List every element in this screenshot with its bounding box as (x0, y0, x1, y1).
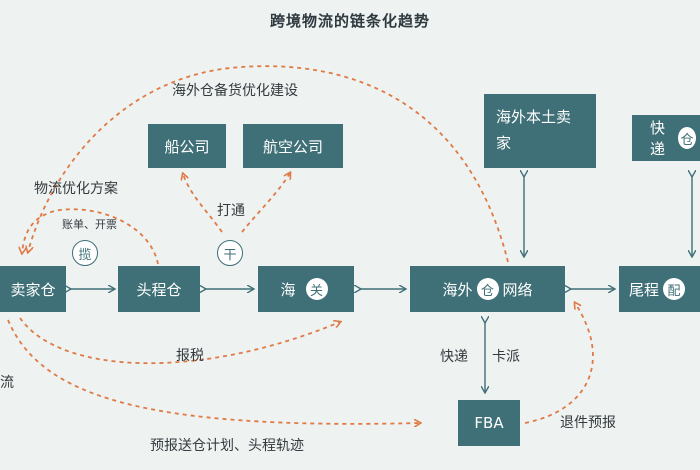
arrow-connect-air (241, 173, 290, 233)
return-notice-label: 退件预报 (560, 415, 616, 431)
bills-label: 账单、开票 (62, 218, 117, 231)
arrow-return-notice (524, 303, 594, 424)
express-left-label: 快递 (440, 349, 468, 365)
shipping-company-box: 船公司 (148, 124, 226, 168)
customs-box: 海 关 (258, 266, 354, 312)
seller-warehouse-box: 卖家仓 (0, 266, 66, 312)
fba-label: FBA (474, 414, 504, 432)
overseas-stock-label: 海外仓备货优化建设 (172, 83, 298, 99)
fba-box: FBA (458, 400, 520, 446)
diagram-title: 跨境物流的链条化趋势 (269, 12, 430, 30)
overseas-label-b: 网络 (502, 280, 533, 299)
last-mile-box: 尾程 配 (619, 266, 700, 312)
first-leg-warehouse-label: 头程仓 (136, 280, 182, 299)
lan-circle: 揽 (72, 240, 98, 266)
local-seller-box: 海外本土卖家 (484, 94, 596, 168)
connect-label: 打通 (217, 203, 245, 219)
plan-track-label: 预报送仓计划、头程轨迹 (150, 438, 304, 454)
arrow-liu (7, 319, 420, 424)
shipping-company-label: 船公司 (164, 137, 210, 156)
overseas-warehouse-network-box: 海外 仓 网络 (410, 266, 565, 312)
customs-label-b: 关 (305, 278, 328, 300)
airline-box: 航空公司 (243, 124, 343, 168)
last-mile-label-b: 配 (663, 278, 686, 300)
local-seller-label: 海外本土卖家 (496, 108, 572, 152)
arrow-overseas-stock (28, 65, 509, 263)
customs-label-a: 海 (280, 280, 296, 299)
last-mile-label-a: 尾程 (629, 280, 660, 299)
logistics-plan-label: 物流优化方案 (34, 181, 118, 197)
gan-circle: 干 (217, 240, 243, 266)
arrow-connect-ship (183, 174, 223, 233)
express-box: 快递 仓 (632, 115, 700, 161)
first-leg-warehouse-box: 头程仓 (118, 266, 200, 312)
express-label: 快递 (650, 119, 666, 158)
liu-label: 流 (0, 375, 14, 391)
tax-label: 报税 (176, 348, 204, 364)
seller-warehouse-label: 卖家仓 (10, 280, 56, 299)
overseas-label-a: 海外 (442, 280, 473, 299)
express-right-label: 卡派 (492, 349, 520, 365)
overseas-label-mid: 仓 (476, 278, 499, 300)
airline-label: 航空公司 (262, 137, 323, 156)
express-label-tail: 仓 (678, 127, 696, 149)
